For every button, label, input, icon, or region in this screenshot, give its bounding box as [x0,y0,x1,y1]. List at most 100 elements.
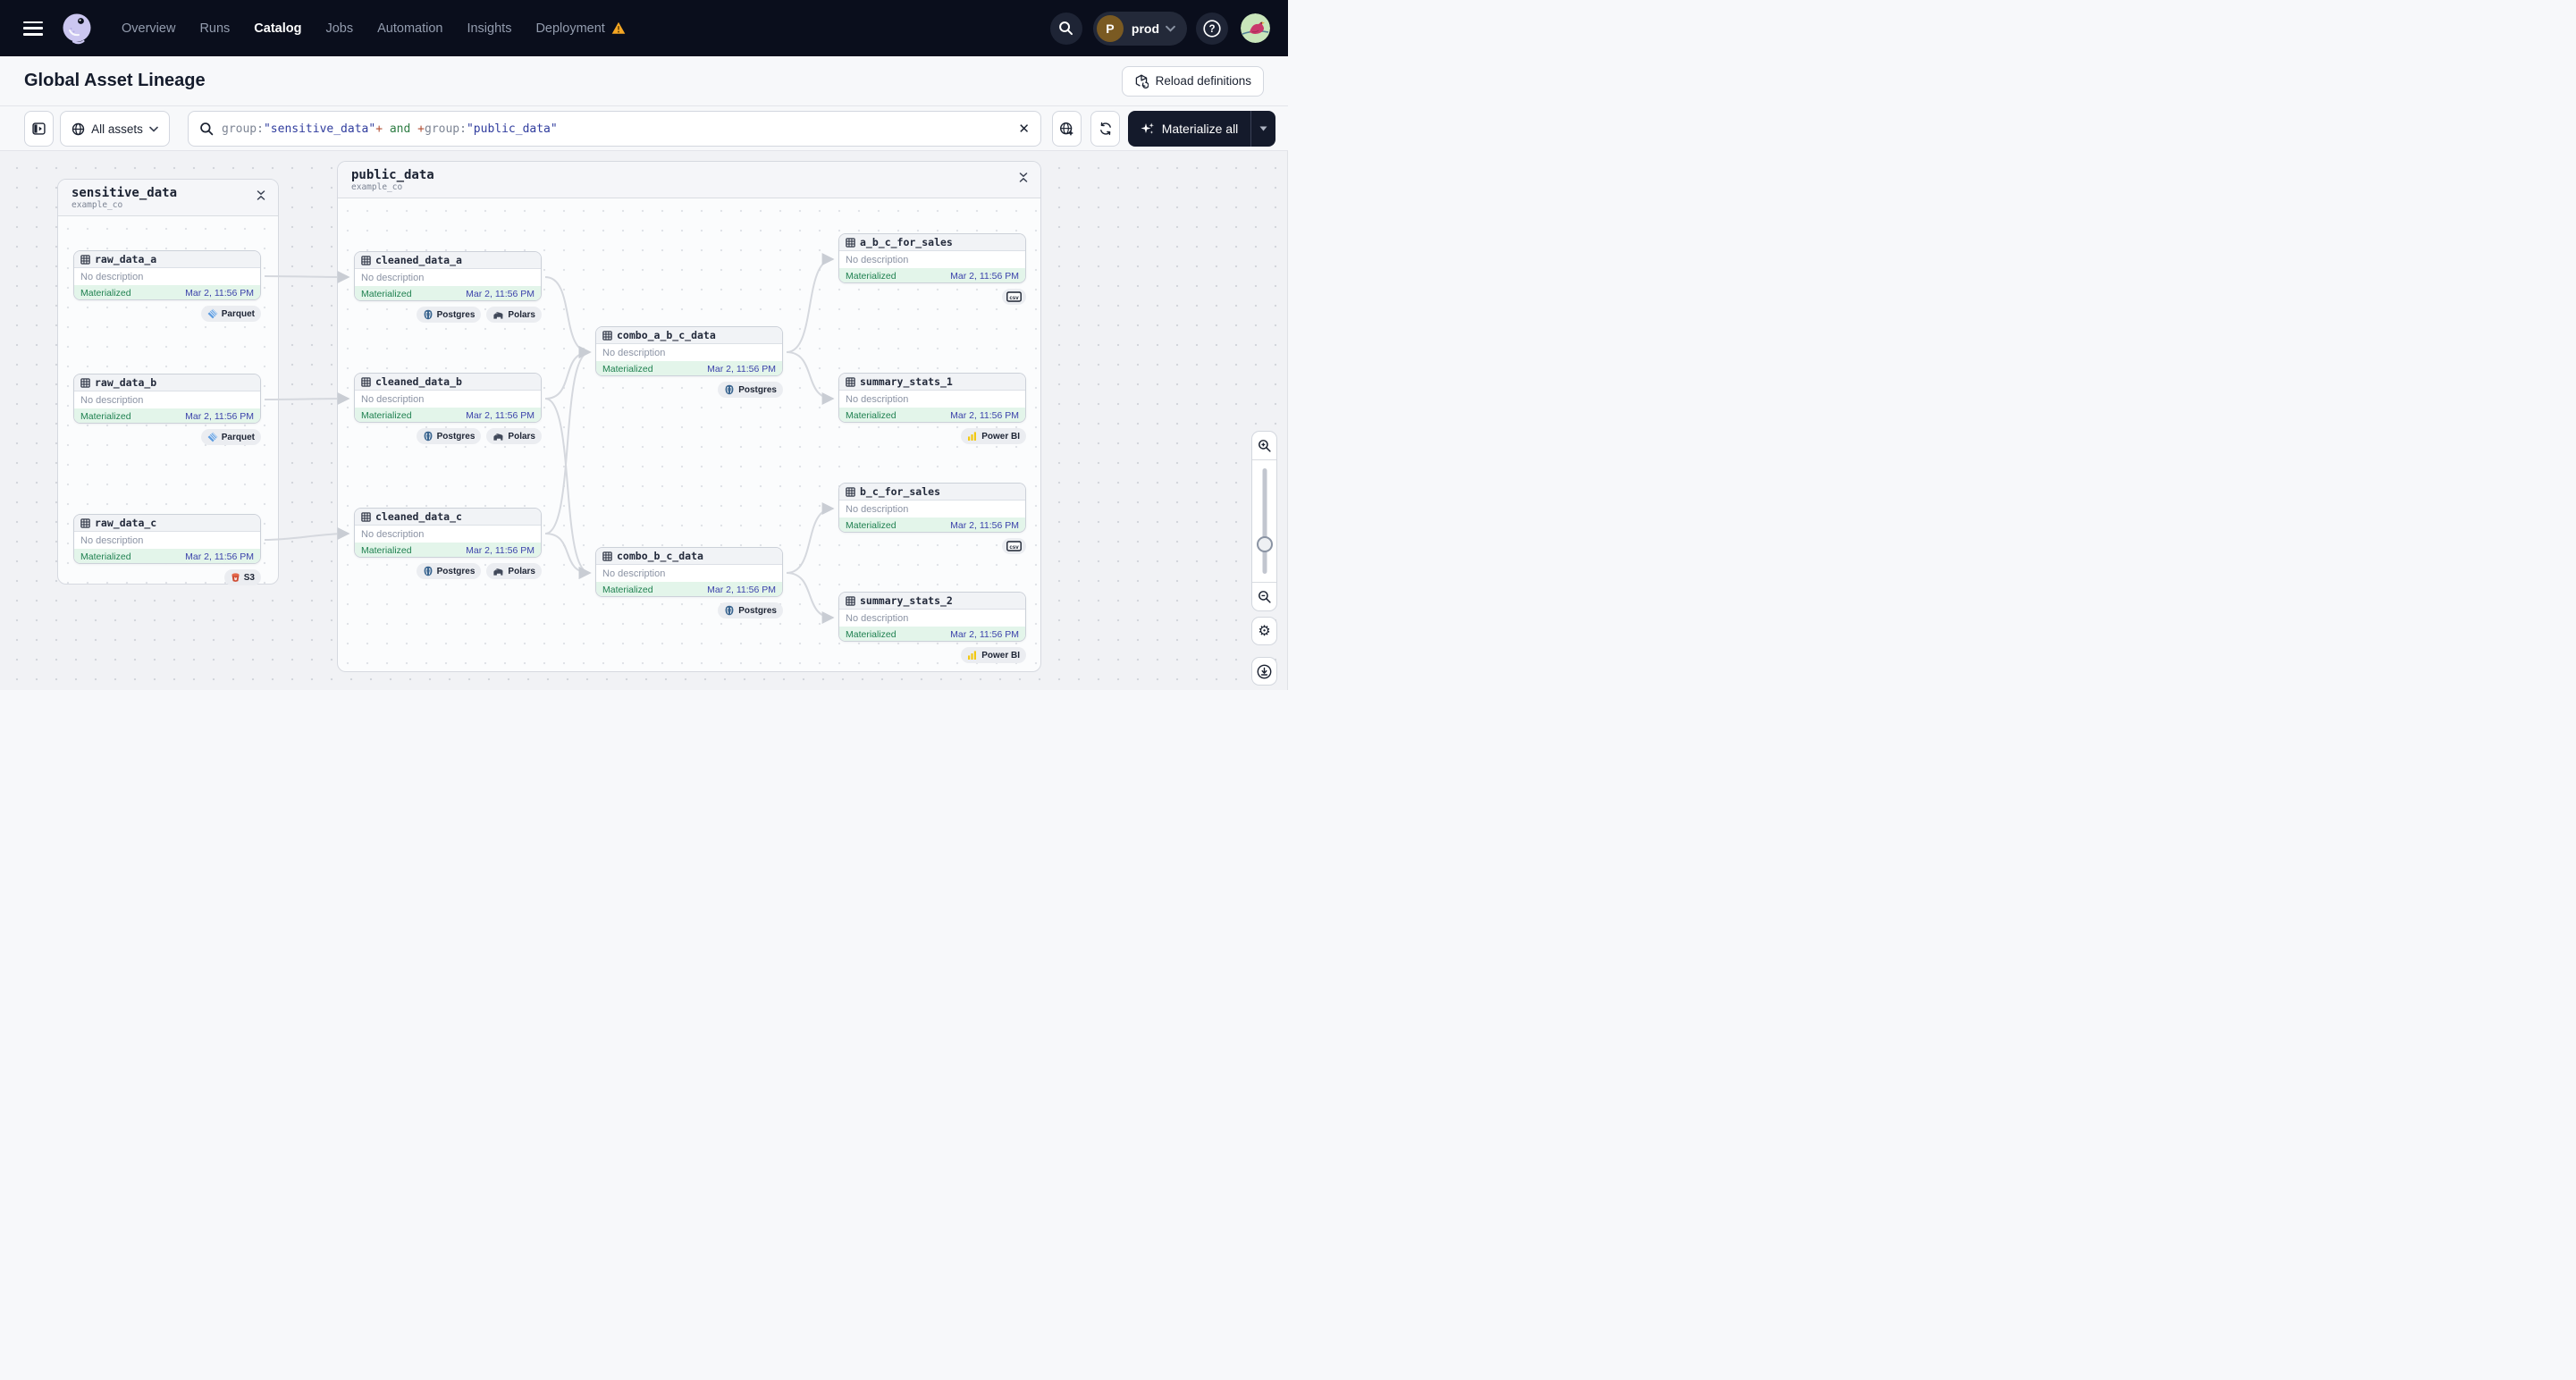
kind-badge-csv: csv [1002,538,1026,554]
asset-name: combo_b_c_data [617,550,703,562]
kind-badge-label: Polars [508,309,535,320]
collapse-group-icon[interactable] [257,189,265,205]
query-segment: + [375,122,383,136]
nav-item-label: Automation [377,21,443,36]
table-icon [361,376,371,387]
asset-node-wrapper: b_c_for_sales No description Materialize… [838,483,1026,554]
kind-badge-csv: csv [1002,289,1026,305]
group-header-public_data[interactable]: public_data example_co [338,162,1040,199]
table-icon [846,486,855,497]
asset-node-wrapper: cleaned_data_c No description Materializ… [354,508,542,579]
nav-item-catalog[interactable]: Catalog [254,21,301,36]
postgres-icon [423,566,434,576]
environment-switcher[interactable]: P prod [1092,11,1187,46]
asset-node-wrapper: combo_b_c_data No description Materializ… [595,547,783,618]
hamburger-menu-icon[interactable] [23,21,43,36]
asset-status: Materialized [846,270,897,282]
asset-node-summary_stats_1[interactable]: summary_stats_1 No description Materiali… [838,373,1026,423]
postgres-icon [724,605,735,616]
asset-search-input[interactable]: group:"sensitive_data"+ and +group:"publ… [188,111,1041,147]
asset-node-a_b_c_for_sales[interactable]: a_b_c_for_sales No description Materiali… [838,233,1026,283]
asset-node-combo_b_c_data[interactable]: combo_b_c_data No description Materializ… [595,547,783,597]
asset-filter-label: All assets [91,122,143,136]
nav-item-label: Runs [199,21,231,36]
asset-name: raw_data_c [95,517,157,529]
zoom-out-button[interactable] [1252,582,1276,610]
asset-status-row: Materialized Mar 2, 11:56 PM [839,627,1025,641]
download-graph-button[interactable] [1251,657,1277,686]
kind-badge-postgres: Postgres [416,307,482,323]
asset-node-cleaned_data_a[interactable]: cleaned_data_a No description Materializ… [354,251,542,301]
table-icon [846,237,855,248]
asset-name: b_c_for_sales [860,485,941,498]
asset-node-raw_data_a[interactable]: raw_data_a No description Materialized M… [73,250,261,300]
nav-item-runs[interactable]: Runs [199,21,230,36]
asset-name: cleaned_data_c [375,510,462,523]
refresh-button[interactable] [1090,111,1120,147]
nav-item-insights[interactable]: Insights [467,21,511,36]
zoom-in-icon [1258,439,1271,452]
asset-node-wrapper: raw_data_a No description Materialized M… [73,250,261,322]
parquet-icon [207,308,218,319]
nav-item-automation[interactable]: Automation [377,21,442,36]
warning-icon [611,21,626,34]
help-button[interactable]: ? [1196,12,1228,45]
asset-status: Materialized [846,628,897,640]
nav-item-jobs[interactable]: Jobs [325,21,353,36]
asset-node-raw_data_c[interactable]: raw_data_c No description Materialized M… [73,514,261,564]
asset-node-header: combo_b_c_data [596,548,782,565]
polars-icon [492,310,504,320]
materialize-all-button[interactable]: Materialize all [1128,111,1250,147]
asset-timestamp: Mar 2, 11:56 PM [707,584,776,595]
materialize-options-caret[interactable] [1251,111,1275,147]
asset-node-raw_data_b[interactable]: raw_data_b No description Materialized M… [73,374,261,424]
zoom-controls [1251,431,1277,611]
asset-node-combo_a_b_c_data[interactable]: combo_a_b_c_data No description Material… [595,326,783,376]
asset-node-summary_stats_2[interactable]: summary_stats_2 No description Materiali… [838,592,1026,642]
asset-description: No description [846,612,909,624]
clear-search-icon[interactable]: ✕ [1018,121,1030,137]
add-to-catalog-view-button[interactable] [1052,111,1082,147]
asset-node-b_c_for_sales[interactable]: b_c_for_sales No description Materialize… [838,483,1026,533]
asset-status: Materialized [80,410,131,422]
zoom-in-button[interactable] [1252,432,1276,460]
group-subtitle: example_co [351,182,403,193]
nav-item-overview[interactable]: Overview [122,21,175,36]
zoom-slider-thumb[interactable] [1256,536,1273,552]
gear-icon: ⚙ [1258,624,1271,639]
kind-badge-postgres: Postgres [718,382,783,398]
asset-description: No description [846,503,909,515]
asset-node-cleaned_data_c[interactable]: cleaned_data_c No description Materializ… [354,508,542,558]
graph-settings-button[interactable]: ⚙ [1251,617,1277,645]
asset-node-header: summary_stats_1 [839,374,1025,391]
table-icon [846,376,855,387]
kind-badge-powerbi: Power BI [961,428,1026,444]
asset-filter-dropdown[interactable]: All assets [60,111,170,147]
asset-status-row: Materialized Mar 2, 11:56 PM [355,408,541,422]
asset-timestamp: Mar 2, 11:56 PM [707,363,776,374]
lineage-canvas[interactable]: sensitive_data example_co public_data ex… [0,151,1288,690]
asset-name: summary_stats_2 [860,594,953,607]
collapse-group-icon[interactable] [1019,171,1028,187]
asset-node-cleaned_data_b[interactable]: cleaned_data_b No description Materializ… [354,373,542,423]
dagster-logo-icon[interactable] [57,9,97,48]
asset-badges: Postgres Polars [354,563,542,579]
question-icon: ? [1203,19,1221,38]
asset-description: No description [602,347,666,358]
asset-description: No description [80,271,144,282]
user-avatar[interactable] [1241,13,1270,43]
asset-badges: Postgres [595,602,783,618]
powerbi-icon [967,650,978,661]
asset-node-header: combo_a_b_c_data [596,327,782,344]
reload-definitions-button[interactable]: Reload definitions [1121,65,1264,97]
asset-timestamp: Mar 2, 11:56 PM [185,287,254,299]
svg-text:?: ? [1208,23,1215,34]
sidebar-toggle-button[interactable] [24,111,54,147]
search-query-text: group:"sensitive_data"+ and +group:"publ… [222,122,558,136]
zoom-slider-track[interactable] [1262,468,1267,574]
page-title: Global Asset Lineage [24,71,206,90]
global-search-button[interactable] [1049,12,1082,45]
group-header-sensitive_data[interactable]: sensitive_data example_co [58,180,278,217]
kind-badge-label: Postgres [436,431,476,442]
nav-item-deployment[interactable]: Deployment [535,21,626,36]
